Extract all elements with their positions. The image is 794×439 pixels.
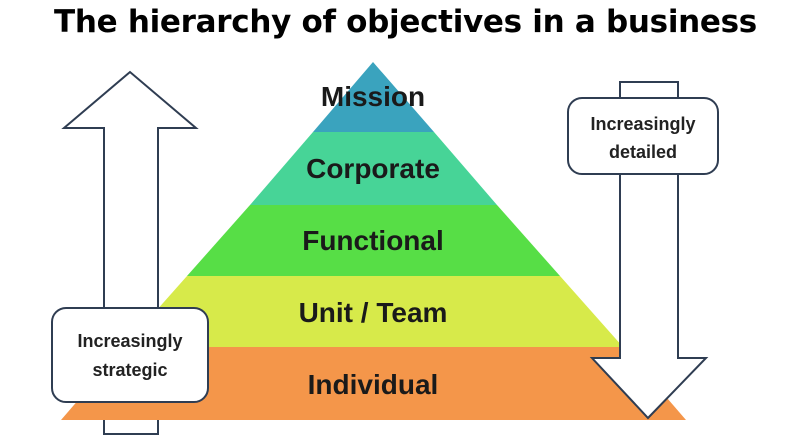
tier-label-individual: Individual bbox=[308, 369, 439, 400]
pyramid-tier-unit-team bbox=[124, 276, 623, 347]
page-title: The hierarchy of objectives in a busines… bbox=[54, 4, 757, 40]
callout-increasingly-detailed: Increasingly detailed bbox=[567, 97, 719, 175]
pyramid-tier-mission bbox=[313, 62, 434, 132]
callout-detailed-line1: Increasingly bbox=[590, 114, 695, 134]
callout-strategic-line2: strategic bbox=[92, 360, 167, 380]
callout-increasingly-strategic: Increasingly strategic bbox=[51, 307, 209, 403]
tier-label-unit-team: Unit / Team bbox=[299, 297, 448, 328]
callout-strategic-line1: Increasingly bbox=[77, 331, 182, 351]
tier-label-mission: Mission bbox=[321, 81, 425, 112]
callout-detailed-line2: detailed bbox=[609, 142, 677, 162]
tier-label-functional: Functional bbox=[302, 225, 444, 256]
pyramid-tier-individual bbox=[61, 347, 686, 420]
pyramid-tier-functional bbox=[187, 205, 560, 276]
tier-label-corporate: Corporate bbox=[306, 153, 440, 184]
pyramid-tier-corporate bbox=[250, 132, 497, 205]
